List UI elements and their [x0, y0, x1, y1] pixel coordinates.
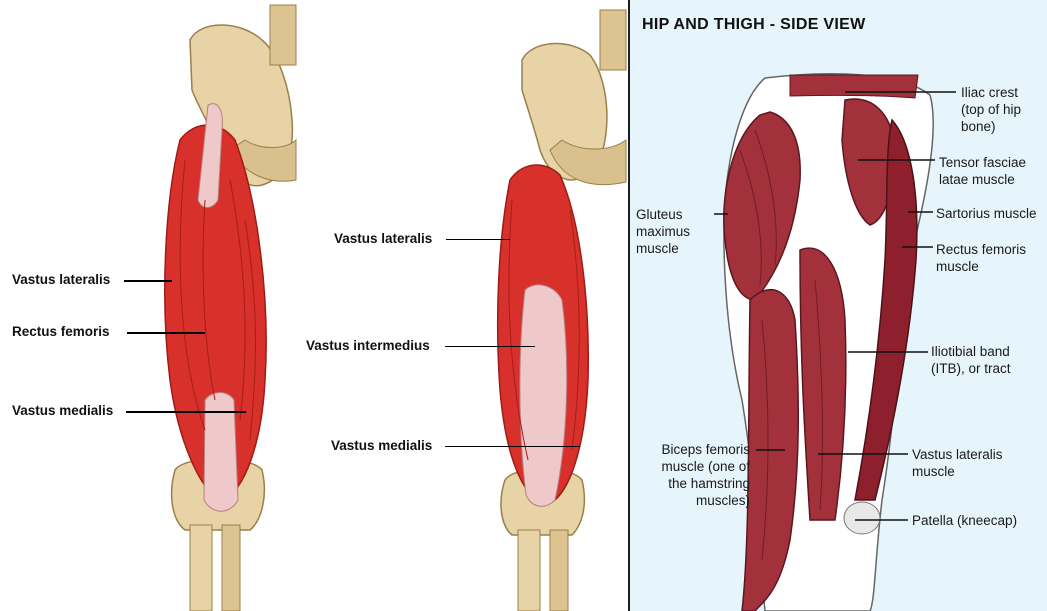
- label-biceps-femoris: Biceps femoris muscle (one of the hamstr…: [642, 441, 750, 509]
- label-iliac-crest: Iliac crest (top of hip bone): [961, 84, 1021, 135]
- label-vastus-medialis: Vastus medialis: [331, 438, 432, 453]
- label-vastus-lateralis: Vastus lateralis: [12, 272, 110, 287]
- label-vastus-lateralis: Vastus lateralis muscle: [912, 446, 1003, 480]
- leader-line: [126, 411, 246, 413]
- leader-line: [445, 446, 580, 447]
- label-rectus-femoris: Rectus femoris muscle: [936, 241, 1026, 275]
- hip-thigh-side-view-panel: HIP AND THIGH - SIDE VIEW: [628, 0, 1047, 611]
- leader-line: [445, 346, 535, 347]
- quadriceps-anterior-illustration: [0, 0, 300, 611]
- leader-line: [127, 332, 205, 334]
- leader-line: [446, 239, 510, 240]
- label-vastus-intermedius: Vastus intermedius: [306, 338, 430, 353]
- label-sartorius: Sartorius muscle: [936, 205, 1037, 222]
- quadriceps-deep-illustration: [300, 0, 628, 611]
- label-gluteus-maximus: Gluteus maximus muscle: [636, 206, 690, 257]
- label-vastus-medialis: Vastus medialis: [12, 403, 113, 418]
- label-vastus-lateralis: Vastus lateralis: [334, 231, 432, 246]
- quadriceps-anterior-panel: Vastus lateralis Rectus femoris Vastus m…: [0, 0, 300, 611]
- quadriceps-deep-panel: Vastus lateralis Vastus intermedius Vast…: [300, 0, 628, 611]
- label-rectus-femoris: Rectus femoris: [12, 324, 110, 339]
- label-tensor-fasciae-latae: Tensor fasciae latae muscle: [939, 154, 1026, 188]
- label-iliotibial-band: Iliotibial band (ITB), or tract: [931, 343, 1011, 377]
- label-patella: Patella (kneecap): [912, 512, 1017, 529]
- leader-line: [124, 280, 172, 282]
